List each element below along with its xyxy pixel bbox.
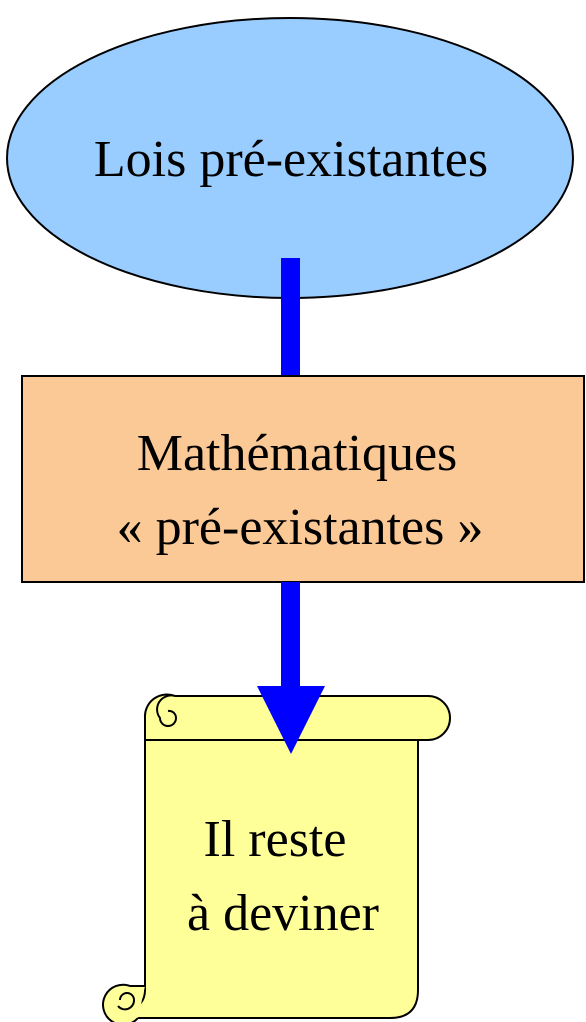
box-label-line2: « pré-existantes » [117,499,484,556]
box-node [21,375,585,583]
box-label-line1: Mathématiques [137,425,458,482]
ellipse-label: Lois pré-existantes [94,131,488,188]
connector-2 [281,582,300,686]
connector-1 [281,258,300,376]
scroll-sheet [111,739,419,1019]
arrowhead [257,686,325,754]
scroll-top-curl [156,694,178,727]
scroll-bottom-curl [117,992,136,1011]
scroll-label-line1: Il reste [204,811,347,868]
scroll-label-line2: à deviner [187,885,379,942]
